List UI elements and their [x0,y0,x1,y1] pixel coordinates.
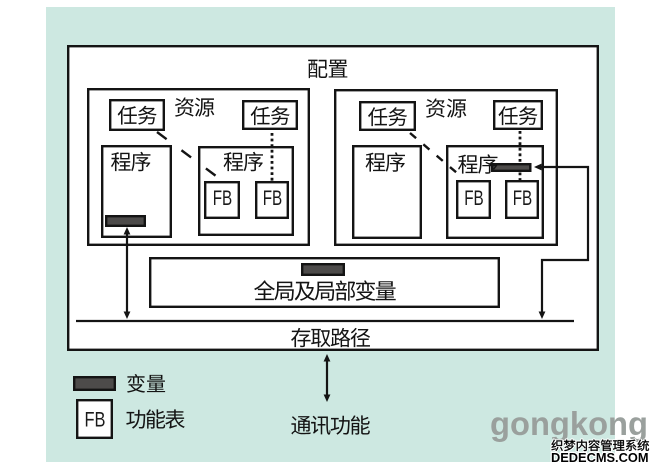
svg-text:DEDECMS.COM: DEDECMS.COM [551,450,649,465]
svg-text:FB: FB [263,187,283,210]
svg-text:gongkong: gongkong [490,405,648,442]
svg-text:FB: FB [513,187,533,210]
svg-text:FB: FB [464,187,484,210]
svg-text:FB: FB [85,408,106,432]
svg-text:FB: FB [213,187,233,210]
